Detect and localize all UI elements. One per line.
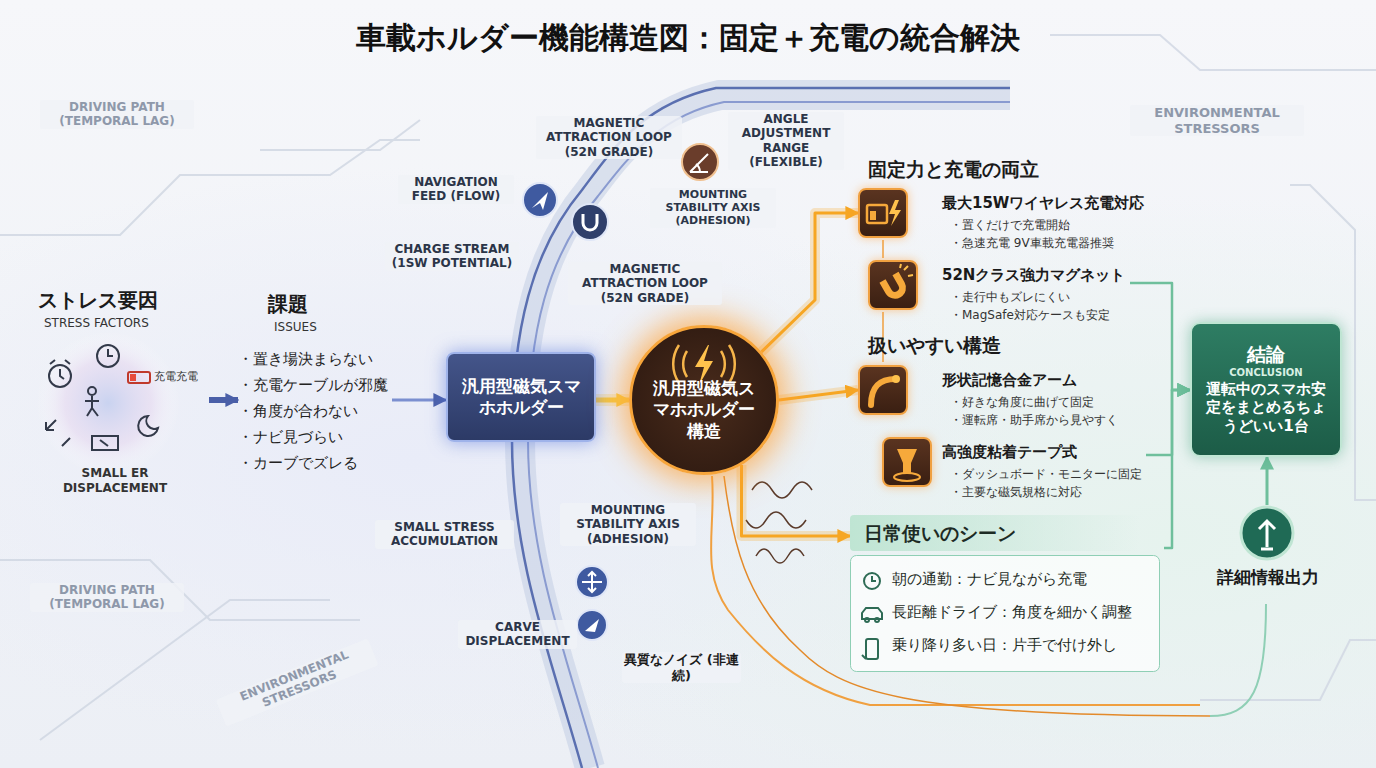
diagram-title: 車載ホルダー機能構造図：固定＋充電の統合解決 — [0, 18, 1376, 59]
annotation-label: CARVE DISPLACEMENT — [458, 620, 577, 649]
flow-connector — [596, 398, 629, 403]
flow-connector — [1164, 390, 1190, 548]
connector-glow — [596, 394, 629, 406]
feature-icon-box — [858, 365, 908, 415]
node-text: 運転中のスマホ安定をまとめるちょうどいい1台 — [1202, 380, 1330, 436]
annotation-label: DRIVING PATH (TEMPORAL LAG) — [40, 100, 194, 129]
geometry-lines — [0, 35, 1376, 740]
node-text: SMALL ER DISPLACEMENT — [40, 466, 190, 496]
annotation-label: NAVIGATION FEED (FLOW) — [398, 175, 514, 204]
node-text: ・運転席・助手席から見やすく — [950, 413, 1118, 428]
node-text: ISSUES — [274, 320, 317, 335]
orange-flows — [711, 240, 1266, 716]
annotation-label: DRIVING PATH (TEMPORAL LAG) — [30, 583, 184, 612]
node-heading: 日常使いのシーン — [864, 522, 1016, 546]
feature-icon — [870, 262, 916, 308]
node-heading: 汎用型磁気スマホホルダー構造 — [646, 378, 762, 442]
annotation-label: MOUNTING STABILITY AXIS (ADHESION) — [650, 188, 776, 228]
feature-icon-box — [868, 260, 918, 310]
node-text: ・ナビ見づらい — [238, 428, 343, 447]
flow-connector — [1146, 390, 1190, 455]
node-text: ・カーブでズレる — [238, 454, 358, 473]
flow-connector — [1266, 457, 1269, 505]
annotation-label: MAGNETIC ATTRACTION LOOP (52N GRADE) — [536, 116, 682, 159]
node-heading: 形状記憶合金アーム — [942, 371, 1077, 390]
node-text: ・置くだけで充電開始 — [950, 218, 1070, 233]
feature-icon — [884, 439, 930, 485]
annotation-label: 異質なノイズ (非連続) — [622, 652, 741, 683]
node-text: ・ダッシュボード・モニターに固定 — [950, 467, 1142, 482]
node-heading: ストレス要因 — [38, 288, 158, 313]
node-text: ・角度が合わない — [238, 402, 358, 421]
diagram-node: 詳細情報出力 — [1205, 505, 1334, 595]
node-heading: 結論 — [1247, 343, 1285, 367]
flow-connector — [209, 397, 238, 403]
connector-glow — [762, 213, 859, 352]
node-heading: 課題 — [268, 292, 308, 317]
node-text: ・急速充電 9V車載充電器推奨 — [950, 236, 1114, 251]
diagram-node: 52Nクラス強力マグネット・走行中もズレにくい・MagSafe対応ケースも安定 — [858, 260, 1130, 327]
annotation-label: SMALL STRESS ACCUMULATION — [375, 520, 514, 549]
diagram-node: 最大15Wワイヤレス充電対応・置くだけで充電開始・急速充電 9V車載充電器推奨 — [858, 188, 1149, 255]
flow-connector — [742, 465, 851, 536]
node-text: ・走行中もズレにくい — [950, 290, 1070, 305]
node-text: CONCLUSION — [1229, 367, 1302, 380]
annotation-label: 固定力と充電の両立 — [866, 158, 1130, 181]
node-illustration — [1205, 505, 1330, 561]
node-heading: 汎用型磁気スマホホルダー — [456, 376, 586, 419]
connector-glow — [742, 465, 851, 536]
node-heading: 52Nクラス強力マグネット — [942, 266, 1125, 285]
node-text: ・好きな角度に曲げて固定 — [950, 395, 1094, 410]
node-text: ・主要な磁気規格に対応 — [950, 485, 1082, 500]
node-text: STRESS FACTORS — [44, 316, 149, 331]
flow-connector — [779, 390, 858, 400]
node-text: 朝の通勤：ナビ見ながら充電 — [892, 570, 1087, 589]
feature-icon — [860, 190, 906, 236]
node-heading: 高強度粘着テープ式 — [942, 443, 1077, 462]
annotation-label: CHARGE STREAM (1SW POTENTIAL) — [385, 242, 519, 271]
node-heading: 詳細情報出力 — [1205, 567, 1330, 588]
feature-icon-box — [858, 188, 908, 238]
node-text: ・置き場決まらない — [238, 350, 373, 369]
node-text: 充電充電 — [154, 370, 198, 384]
diagram-node: 結論CONCLUSION運転中のスマホ安定をまとめるちょうどいい1台 — [1190, 322, 1342, 457]
node-text: 長距離ドライブ：角度を細かく調整 — [892, 603, 1132, 622]
node-text: ・MagSafe対応ケースも安定 — [950, 308, 1110, 323]
annotation-label: ENVIRONMENTAL STRESSORS — [1130, 105, 1304, 136]
diagram-node: 課題 ISSUES ・置き場決まらない・充電ケーブルが邪魔・角度が合わない・ナビ見づ… — [238, 292, 392, 477]
annotation-label: ENVIRONMENTAL STRESSORS — [216, 638, 379, 726]
feature-icon-box — [882, 437, 932, 487]
diagram-node: 形状記憶合金アーム・好きな角度に曲げて固定・運転席・助手席から見やすく — [858, 365, 1122, 432]
annotation-label: ANGLE ADJUSTMENT RANGE (FLEXIBLE) — [728, 112, 844, 170]
annotation-label: MOUNTING STABILITY AXIS (ADHESION) — [560, 503, 696, 546]
node-heading: 最大15Wワイヤレス充電対応 — [942, 194, 1144, 213]
node-text: ・充電ケーブルが邪魔 — [238, 376, 388, 395]
diagram-node: ストレス要因 STRESS FACTORS 充電充電 SMALL ER DISPLAC… — [30, 288, 209, 507]
diagram-node: 高強度粘着テープ式・ダッシュボード・モニターに固定・主要な磁気規格に対応 — [858, 437, 1146, 504]
flow-connector — [1130, 283, 1190, 390]
flow-connector — [762, 213, 859, 352]
annotation-label: 扱いやすい構造 — [866, 334, 1130, 357]
flow-connector — [392, 399, 446, 402]
feature-icon — [860, 367, 906, 413]
annotation-label: MAGNETIC ATTRACTION LOOP (52N GRADE) — [568, 262, 722, 305]
diagram-node: 日常使いのシーン朝の通勤：ナビ見ながら充電長距離ドライブ：角度を細かく調整乗り降… — [850, 515, 1164, 679]
diagram-node: 汎用型磁気スマホホルダー — [446, 352, 596, 442]
connector-glow — [779, 390, 858, 400]
node-text: 乗り降り多い日：片手で付け外し — [892, 636, 1117, 655]
diagram-node: 汎用型磁気スマホホルダー構造 — [629, 325, 779, 475]
